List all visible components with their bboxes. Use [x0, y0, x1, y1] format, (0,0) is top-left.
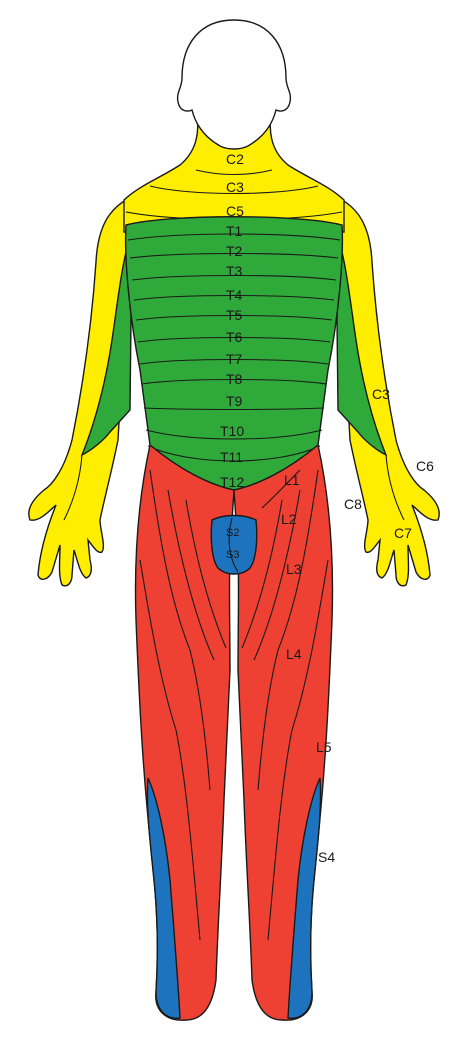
- t5-t6-line: [135, 314, 333, 321]
- label-s3: S3: [226, 549, 239, 561]
- t4-t5-line: [133, 294, 335, 301]
- label-l5: L5: [316, 739, 332, 755]
- label-c5: C5: [226, 203, 244, 219]
- label-t11: T11: [220, 449, 243, 465]
- label-l4: L4: [286, 646, 302, 662]
- genital-divider: [228, 517, 239, 573]
- left-arm: [28, 188, 152, 587]
- left-leg-line-4: [139, 559, 201, 941]
- label-c3-arm: C3: [372, 386, 390, 402]
- head: [176, 19, 292, 150]
- label-c3: C3: [226, 179, 244, 195]
- t3-t4-line: [131, 274, 337, 281]
- right-leg-line-5: [261, 469, 301, 509]
- label-c7: C7: [394, 525, 412, 541]
- c2-c3-line: [195, 169, 273, 175]
- label-s4: S4: [318, 849, 335, 865]
- label-t2: T2: [226, 243, 243, 259]
- label-t9: T9: [226, 393, 243, 409]
- label-s2: S2: [226, 527, 239, 539]
- label-l1: L1: [284, 472, 300, 488]
- t9-t10-line: [143, 407, 325, 411]
- label-t7: T7: [226, 351, 243, 367]
- label-l3: L3: [286, 561, 302, 577]
- left-hand-line: [63, 454, 83, 521]
- right-leg-sacral-strip: [287, 777, 322, 1019]
- c3-c5-line: [149, 185, 319, 195]
- t7-t8-line: [139, 358, 329, 365]
- right-hand-line: [385, 454, 405, 521]
- left-leg-line-3: [185, 499, 227, 649]
- t8-t9-line: [141, 378, 327, 385]
- label-l2: L2: [281, 511, 297, 527]
- t1-t2-line: [127, 233, 341, 241]
- right-leg-line-4: [267, 559, 329, 941]
- right-leg-line-3: [241, 499, 283, 649]
- t11-t12-line: [147, 445, 321, 462]
- left-leg-sacral-strip: [146, 777, 181, 1019]
- dermatome-labels: C2 C3 C5 T1 T2 T3 T4 T5 T6 T7 T8 T9 T10 …: [220, 151, 434, 865]
- t10-t11-line: [145, 429, 323, 440]
- left-leg-line-1: [149, 469, 211, 791]
- right-leg-line-1: [257, 469, 319, 791]
- label-t1: T1: [226, 223, 243, 239]
- label-t12: T12: [220, 474, 244, 490]
- label-t4: T4: [226, 287, 243, 303]
- right-arm: [316, 188, 440, 587]
- label-t10: T10: [220, 423, 244, 439]
- label-t6: T6: [226, 329, 243, 345]
- left-arm-green-strip: [80, 229, 133, 457]
- label-t5: T5: [226, 307, 243, 323]
- genital-sacral-region: [210, 514, 258, 575]
- label-t8: T8: [226, 371, 243, 387]
- label-t3: T3: [226, 263, 243, 279]
- t2-t3-line: [129, 252, 339, 259]
- left-leg-line-2: [167, 489, 215, 661]
- label-c2: C2: [226, 151, 244, 167]
- label-c6: C6: [416, 458, 434, 474]
- neck-shoulder-region: [123, 107, 345, 233]
- right-arm-green-strip: [335, 229, 388, 457]
- t6-t7-line: [137, 336, 331, 343]
- right-leg-line-2: [253, 489, 301, 661]
- label-c8: C8: [344, 496, 362, 512]
